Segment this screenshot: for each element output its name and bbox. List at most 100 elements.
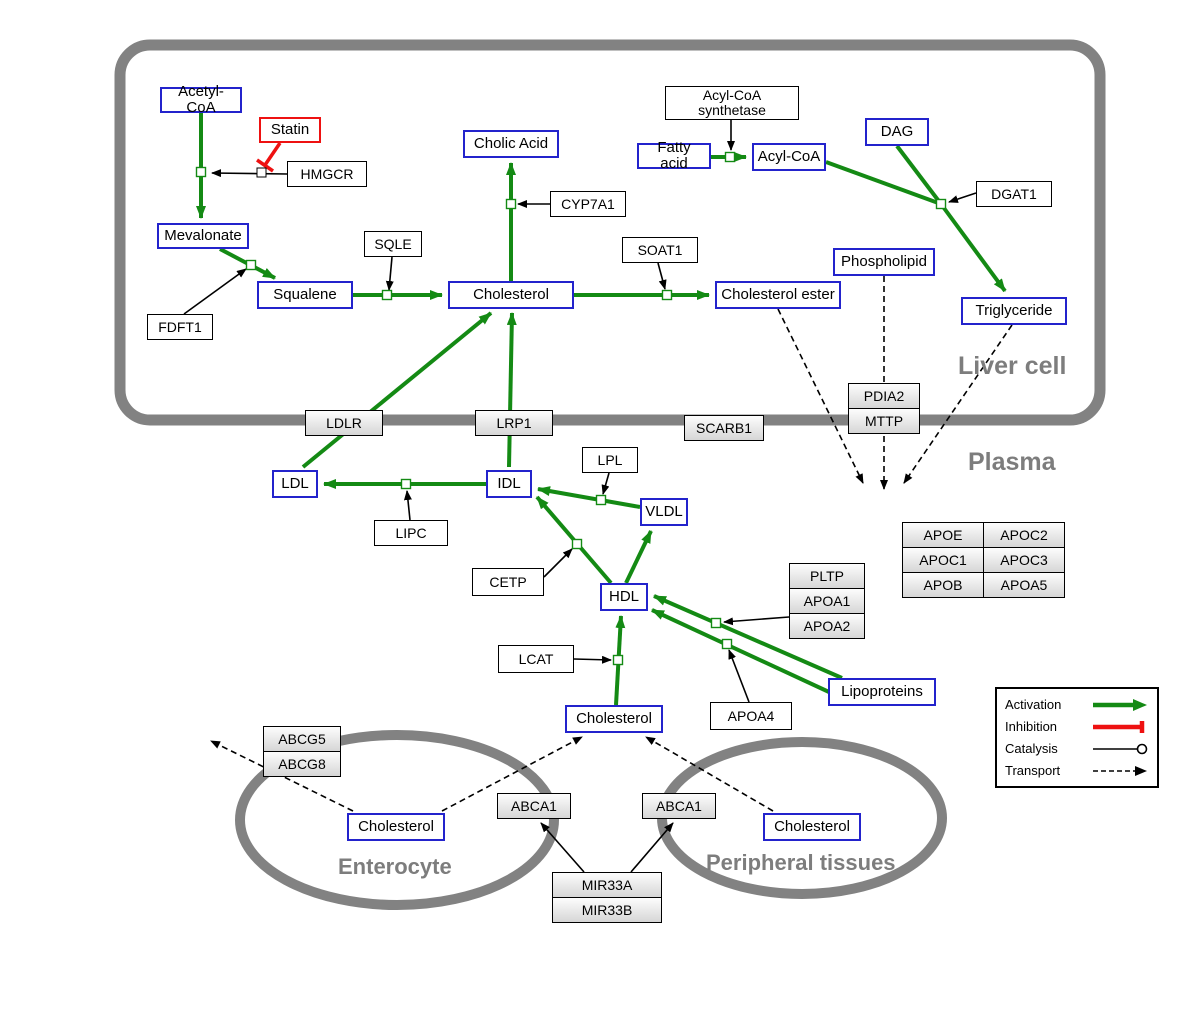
reaction-anchor xyxy=(661,289,673,301)
node-abca1-enterocyte[interactable]: ABCA1 xyxy=(497,793,571,819)
node-abcg8[interactable]: ABCG8 xyxy=(264,752,340,776)
edge-transport-triglyceride-secretion xyxy=(903,324,1013,484)
edge-catalysis-lipc xyxy=(403,490,412,521)
node-cholesterol-liver[interactable]: Cholesterol xyxy=(448,281,574,309)
node-acetyl-coa[interactable]: Acetyl-CoA xyxy=(160,84,242,115)
node-pdia2[interactable]: PDIA2 xyxy=(849,384,919,408)
edge-activation-idl-cholesterol-uptake xyxy=(506,312,517,468)
node-acyl-coa-synthetase[interactable]: Acyl-CoA synthetase xyxy=(665,86,799,120)
edge-catalysis-lpl xyxy=(601,472,610,495)
edge-activation-hdl-vldl xyxy=(624,530,653,584)
node-apoc3[interactable]: APOC3 xyxy=(984,548,1064,572)
node-statin[interactable]: Statin xyxy=(259,117,321,143)
edge-activation-vldl-idl xyxy=(537,486,641,509)
node-apob[interactable]: APOB xyxy=(903,573,983,597)
node-cyp7a1[interactable]: CYP7A1 xyxy=(550,191,626,217)
inhibition-tbar-icon xyxy=(1093,720,1145,733)
node-fdft1[interactable]: FDFT1 xyxy=(147,314,213,340)
liver-cell-membrane xyxy=(114,39,1106,426)
node-cholesterol-plasma[interactable]: Cholesterol xyxy=(565,705,663,733)
edge-transport-peripheral-cholesterol-efflux xyxy=(645,736,774,812)
reaction-anchor xyxy=(724,151,736,163)
node-cetp[interactable]: CETP xyxy=(472,568,544,596)
edge-transport-cholesterol-abcg-excretion xyxy=(210,740,354,812)
node-cholesterol-enterocyte[interactable]: Cholesterol xyxy=(347,813,445,841)
node-acyl-coa[interactable]: Acyl-CoA xyxy=(752,143,826,171)
enterocyte-membrane xyxy=(235,730,559,910)
reaction-anchor xyxy=(245,259,257,271)
node-lipc[interactable]: LIPC xyxy=(374,520,448,546)
node-pltp[interactable]: PLTP xyxy=(790,564,864,588)
reaction-anchor xyxy=(721,638,733,650)
node-lpl[interactable]: LPL xyxy=(582,447,638,473)
edge-catalysis-soat1 xyxy=(657,262,667,290)
node-apoa1[interactable]: APOA1 xyxy=(790,589,864,613)
edge-mir33-abca1-enterocyte xyxy=(540,822,585,873)
node-abcg5[interactable]: ABCG5 xyxy=(264,727,340,751)
node-sqle[interactable]: SQLE xyxy=(364,231,422,257)
node-ldl[interactable]: LDL xyxy=(272,470,318,498)
node-cholic-acid[interactable]: Cholic Acid xyxy=(463,130,559,158)
legend-row-activation: Activation xyxy=(1005,694,1149,715)
node-squalene[interactable]: Squalene xyxy=(257,281,353,309)
edge-activation-acyl-coa-dgat-junction xyxy=(825,160,942,206)
edge-activation-lipoproteins-hdl-upper xyxy=(653,594,843,680)
node-vldl[interactable]: VLDL xyxy=(640,498,688,526)
node-soat1[interactable]: SOAT1 xyxy=(622,237,698,263)
node-apoa4[interactable]: APOA4 xyxy=(710,702,792,730)
edge-activation-dag-dgat-junction xyxy=(895,144,943,206)
apolipoprotein-table: APOE APOC2 APOC1 APOC3 APOB APOA5 xyxy=(902,522,1065,598)
node-ldlr[interactable]: LDLR xyxy=(305,410,383,436)
node-mttp[interactable]: MTTP xyxy=(849,409,919,433)
edge-catalysis-apoa-stack xyxy=(723,616,790,626)
edge-catalysis-dgat1 xyxy=(948,192,977,203)
statin-hmgcr-anchor xyxy=(256,167,267,178)
edge-catalysis-hmgcr xyxy=(211,169,288,178)
node-idl[interactable]: IDL xyxy=(486,470,532,498)
edge-activation-junction-triglyceride xyxy=(939,202,1007,293)
legend-catalysis-label: Catalysis xyxy=(1005,741,1058,756)
node-apoe[interactable]: APOE xyxy=(903,523,983,547)
activation-arrow-icon xyxy=(1093,698,1147,711)
reaction-anchor xyxy=(571,538,583,550)
node-hmgcr[interactable]: HMGCR xyxy=(287,161,367,187)
liver-cell-label: Liver cell xyxy=(958,352,1067,380)
reaction-anchor xyxy=(612,654,624,666)
node-phospholipid[interactable]: Phospholipid xyxy=(833,248,935,276)
mir33-stack: MIR33A MIR33B xyxy=(552,872,662,923)
node-mir33a[interactable]: MIR33A xyxy=(553,873,661,897)
edge-activation-lipoproteins-hdl-lower xyxy=(651,608,830,694)
node-cholesterol-peripheral[interactable]: Cholesterol xyxy=(763,813,861,841)
node-abca1-peripheral[interactable]: ABCA1 xyxy=(642,793,716,819)
node-triglyceride[interactable]: Triglyceride xyxy=(961,297,1067,325)
edge-catalysis-lcat xyxy=(573,655,612,664)
legend-row-transport: Transport xyxy=(1005,760,1149,781)
reaction-anchor xyxy=(935,198,947,210)
node-cholesterol-ester[interactable]: Cholesterol ester xyxy=(715,281,841,309)
legend-row-catalysis: Catalysis xyxy=(1005,738,1149,759)
node-lcat[interactable]: LCAT xyxy=(498,645,574,673)
node-lrp1[interactable]: LRP1 xyxy=(475,410,553,436)
node-mevalonate[interactable]: Mevalonate xyxy=(157,223,249,249)
catalysis-circle-icon xyxy=(1093,743,1148,754)
inhibition-tbar xyxy=(256,158,274,173)
node-lipoproteins[interactable]: Lipoproteins xyxy=(828,678,936,706)
node-dag[interactable]: DAG xyxy=(865,118,929,146)
node-apoc1[interactable]: APOC1 xyxy=(903,548,983,572)
legend-inhibition-label: Inhibition xyxy=(1005,719,1058,734)
edge-transport-enterocyte-cholesterol-efflux xyxy=(441,736,583,812)
node-apoa2[interactable]: APOA2 xyxy=(790,614,864,638)
abcg-stack: ABCG5 ABCG8 xyxy=(263,726,341,777)
node-apoc2[interactable]: APOC2 xyxy=(984,523,1064,547)
node-mir33b[interactable]: MIR33B xyxy=(553,898,661,922)
node-hdl[interactable]: HDL xyxy=(600,583,648,611)
node-dgat1[interactable]: DGAT1 xyxy=(976,181,1052,207)
pltp-apoa-stack: PLTP APOA1 APOA2 xyxy=(789,563,865,639)
node-apoa5[interactable]: APOA5 xyxy=(984,573,1064,597)
edge-catalysis-fdft1 xyxy=(183,268,247,315)
node-fatty-acid[interactable]: Fatty acid xyxy=(637,140,711,171)
node-scarb1[interactable]: SCARB1 xyxy=(684,415,764,441)
legend-activation-label: Activation xyxy=(1005,697,1062,712)
